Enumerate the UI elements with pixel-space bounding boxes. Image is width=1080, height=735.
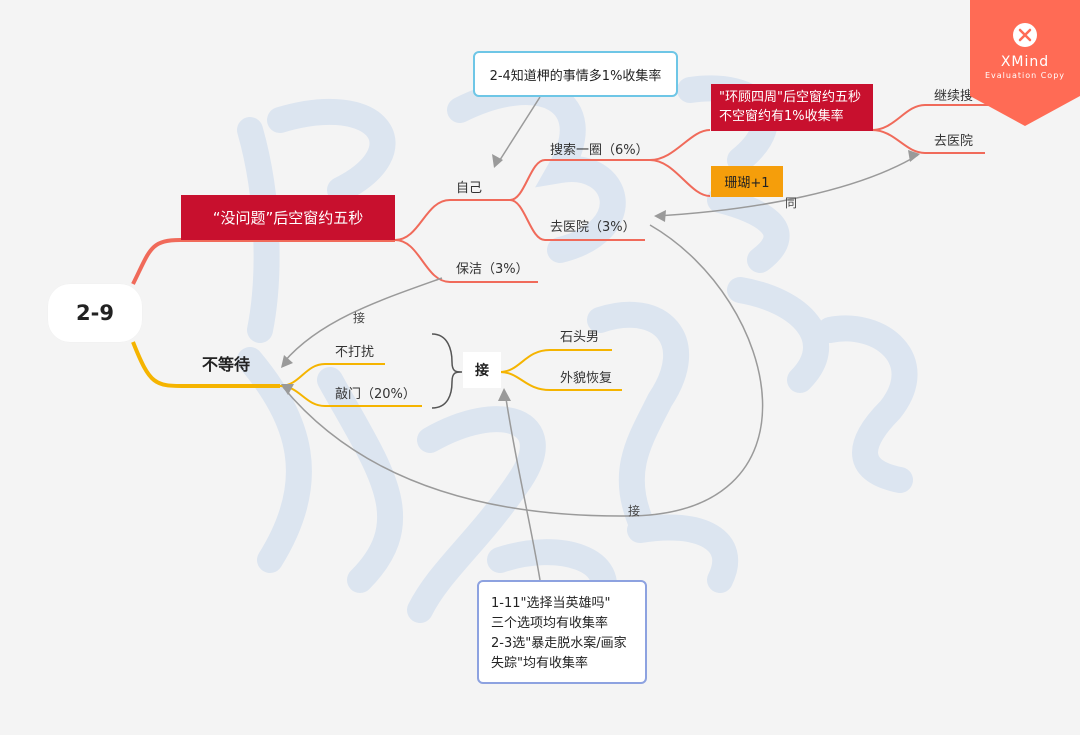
node-hospital-label: 去医院 [934, 134, 974, 149]
relation-hospital-to-hospital3 [655, 154, 919, 217]
branch-top-label: “没问题”后空窗约五秒 [212, 209, 364, 227]
node-stone-man[interactable]: 石头男 [560, 326, 599, 345]
branch-bottom-label: 不等待 [202, 355, 251, 374]
root-node-label: 2-9 [76, 301, 114, 325]
callout-bottom-line-2: 三个选项均有收集率 [491, 616, 609, 631]
self-to-search-line [509, 159, 650, 201]
arrowhead-bottom-1 [281, 355, 293, 368]
node-self[interactable]: 自己 [456, 177, 482, 196]
node-cleaner[interactable]: 保洁（3%） [456, 258, 529, 277]
arrowhead-hospital [908, 150, 920, 162]
node-jie-summary[interactable]: 接 [463, 352, 501, 388]
root-node[interactable]: 2-9 [48, 284, 142, 342]
xmind-badge-sub-text: Evaluation Copy [984, 71, 1066, 80]
huangu-to-continue-line [871, 104, 1015, 131]
top-branch-to-cleaner-line [394, 239, 538, 283]
relation-label-tong-text: 同 [785, 196, 798, 210]
node-no-disturb[interactable]: 不打扰 [335, 341, 374, 360]
relation-cleaner-to-bottom [283, 277, 443, 363]
search-to-huangu-line [649, 129, 711, 161]
node-search-circle-label: 搜索一圈（6%） [550, 143, 649, 158]
arrowhead-hospital3 [654, 210, 666, 222]
relation-label-jie-upper: 接 [353, 309, 365, 326]
branch-bottom-node[interactable]: 不等待 [202, 351, 250, 375]
node-hospital-3-label: 去医院（3%） [550, 220, 636, 235]
node-search-circle[interactable]: 搜索一圈（6%） [550, 139, 649, 158]
relation-label-jie-lower-text: 接 [628, 504, 641, 518]
node-self-label: 自己 [456, 181, 483, 196]
xmind-badge [970, 0, 1080, 126]
callout-bottom-line-4: 失踪"均有收集率 [491, 656, 588, 671]
node-knock-label: 敲门（20%） [335, 387, 416, 402]
jie-to-stone-line [499, 349, 612, 373]
huangu-to-hospital-line [871, 129, 985, 154]
node-knock[interactable]: 敲门（20%） [335, 383, 416, 402]
top-branch-to-self-line [394, 199, 510, 241]
relation-label-jie-upper-text: 接 [353, 311, 366, 325]
node-huangu[interactable]: "环顾四周"后空窗约五秒 不空窗约有1%收集率 [711, 84, 873, 131]
root-to-top-branch-line [131, 238, 395, 285]
xmind-badge-brand: XMind [970, 54, 1080, 70]
relation-label-jie-lower: 接 [628, 502, 640, 519]
callout-top-text: 2-4知道柙的事情多1%收集率 [489, 68, 662, 84]
node-jie-summary-label: 接 [475, 363, 489, 379]
summary-bracket [431, 333, 463, 409]
callout-bottom-line-3: 2-3选"暴走脱水案/画家 [491, 636, 627, 651]
callout-bottom[interactable]: 1-11"选择当英雄吗" 三个选项均有收集率 2-3选"暴走脱水案/画家 失踪"… [477, 580, 647, 684]
branch-top-node[interactable]: “没问题”后空窗约五秒 [181, 195, 395, 240]
node-restore-label: 外貌恢复 [560, 371, 613, 386]
arrowhead-jie [498, 388, 511, 401]
node-no-disturb-label: 不打扰 [335, 345, 375, 360]
xmind-badge-brand-text: XMind [1000, 54, 1050, 70]
xmind-badge-sub: Evaluation Copy [970, 71, 1080, 80]
node-hospital-3[interactable]: 去医院（3%） [550, 216, 636, 235]
node-huangu-line2: 不空窗约有1%收集率 [719, 109, 844, 124]
relation-label-tong: 同 [785, 194, 797, 211]
node-cleaner-label: 保洁（3%） [456, 262, 529, 277]
arrowhead-bottom-2 [281, 384, 294, 395]
node-hospital[interactable]: 去医院 [934, 130, 973, 149]
node-huangu-line1: "环顾四周"后空窗约五秒 [719, 90, 861, 105]
node-shanhu-label: 珊瑚+1 [724, 176, 770, 191]
root-to-bottom-branch-line [131, 341, 280, 388]
node-stone-man-label: 石头男 [560, 330, 600, 345]
callout-top[interactable]: 2-4知道柙的事情多1%收集率 [473, 51, 678, 97]
relation-callout-bottom-to-jie [504, 391, 541, 581]
relation-hospital3-to-bottom [282, 224, 764, 517]
self-to-hospital3-line [509, 199, 645, 241]
jie-to-restore-line [499, 371, 622, 391]
search-to-shanhu-line [649, 159, 711, 197]
relation-callout-top-to-self [497, 96, 541, 164]
callout-bottom-line-1: 1-11"选择当英雄吗" [491, 596, 611, 611]
node-shanhu[interactable]: 珊瑚+1 [711, 166, 783, 197]
node-restore[interactable]: 外貌恢复 [560, 367, 612, 386]
arrowhead-self [492, 154, 503, 168]
